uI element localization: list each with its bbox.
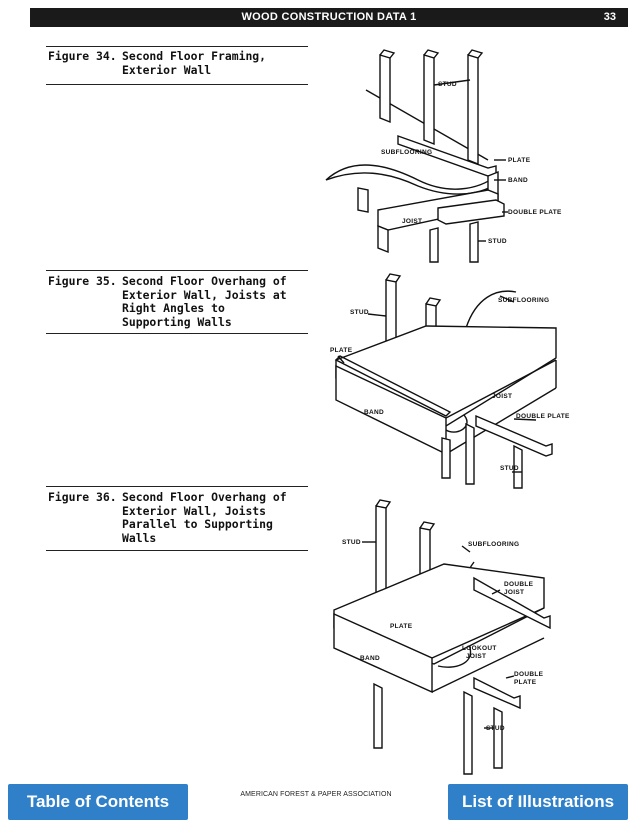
figure-caption-text: Second Floor Overhang of Exterior Wall, … (122, 274, 287, 329)
label-double-plate-1: DOUBLE (514, 671, 544, 678)
figure-35-caption: Figure 35. Second Floor Overhang of Exte… (48, 274, 306, 329)
label-double-joist-1: DOUBLE (504, 581, 534, 588)
figure-36-caption: Figure 36. Second Floor Overhang of Exte… (48, 490, 306, 545)
table-of-contents-button[interactable]: Table of Contents (8, 784, 188, 820)
figure-35-drawing: STUD SUBFLOORING PLATE BAND JOIST DOUBLE… (330, 273, 570, 489)
figure-34-drawing: STUD SUBFLOORING PLATE BAND JOIST DOUBLE… (325, 49, 562, 263)
label-band: BAND (508, 177, 528, 184)
footer-association: AMERICAN FOREST & PAPER ASSOCIATION (240, 791, 392, 798)
label-joist: JOIST (402, 218, 422, 225)
label-joist: JOIST (492, 393, 512, 400)
label-stud: STUD (438, 81, 457, 88)
page-number: 33 (603, 11, 616, 23)
caption-rule-top (46, 270, 308, 271)
label-stud: STUD (342, 539, 361, 546)
label-stud-lower: STUD (486, 725, 505, 732)
figure-number: Figure 34. (48, 49, 117, 63)
label-plate: PLATE (508, 157, 531, 164)
figure-number: Figure 36. (48, 490, 117, 504)
caption-rule-top (46, 46, 308, 47)
label-subflooring: SUBFLOORING (498, 297, 549, 304)
list-of-illustrations-button[interactable]: List of Illustrations (448, 784, 628, 820)
caption-rule-bottom (46, 333, 308, 334)
label-band: BAND (360, 655, 380, 662)
label-lookout-2: JOIST (466, 653, 486, 660)
label-plate: PLATE (390, 623, 413, 630)
figure-caption-text: Second Floor Overhang of Exterior Wall, … (122, 490, 287, 545)
label-plate: PLATE (330, 347, 353, 354)
header-title: WOOD CONSTRUCTION DATA 1 (241, 11, 417, 23)
label-stud: STUD (350, 309, 369, 316)
figure-caption-text: Second Floor Framing, Exterior Wall (122, 49, 267, 77)
label-subflooring: SUBFLOORING (468, 541, 519, 548)
figure-34-caption: Figure 34. Second Floor Framing, Exterio… (48, 49, 306, 77)
label-stud-lower: STUD (500, 465, 519, 472)
label-subflooring: SUBFLOORING (381, 149, 432, 156)
label-double-plate-2: PLATE (514, 679, 537, 686)
caption-rule-bottom (46, 550, 308, 551)
label-lookout-1: LOOKOUT (462, 645, 497, 652)
figure-36-drawing: STUD SUBFLOORING DOUBLE JOIST PLATE BAND… (333, 499, 551, 775)
label-double-plate: DOUBLE PLATE (508, 209, 562, 216)
page-header: WOOD CONSTRUCTION DATA 1 33 (30, 8, 628, 27)
caption-rule-bottom (46, 84, 308, 85)
label-stud-lower: STUD (488, 238, 507, 245)
caption-rule-top (46, 486, 308, 487)
figure-number: Figure 35. (48, 274, 117, 288)
label-band: BAND (364, 409, 384, 416)
label-double-joist-2: JOIST (504, 589, 524, 596)
label-double-plate: DOUBLE PLATE (516, 413, 570, 420)
